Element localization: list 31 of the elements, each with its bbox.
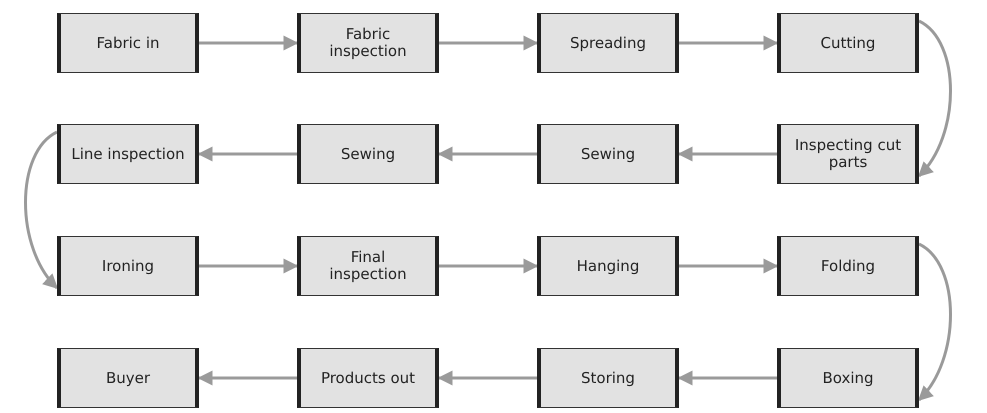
- arrow: [679, 258, 778, 274]
- curved-arrow: [918, 20, 952, 178]
- arrow: [438, 370, 537, 386]
- process-box: Fabric in: [57, 13, 199, 73]
- curved-arrow: [24, 130, 58, 290]
- process-box: Ironing: [57, 236, 199, 296]
- arrow: [198, 370, 297, 386]
- arrow: [678, 146, 777, 162]
- process-box: Storing: [537, 348, 679, 408]
- process-box: Line inspection: [57, 124, 199, 184]
- process-box: Spreading: [537, 13, 679, 73]
- curved-arrow: [918, 242, 952, 402]
- arrow: [199, 36, 298, 50]
- process-box: Boxing: [777, 348, 919, 408]
- arrow: [678, 370, 777, 386]
- process-box: Cutting: [777, 13, 919, 73]
- process-box: Sewing: [297, 124, 439, 184]
- process-box: Hanging: [537, 236, 679, 296]
- process-box: Folding: [777, 236, 919, 296]
- process-box: Buyer: [57, 348, 199, 408]
- process-box: Products out: [297, 348, 439, 408]
- process-box: Sewing: [537, 124, 679, 184]
- process-box: Fabric inspection: [297, 13, 439, 73]
- arrow: [679, 36, 778, 50]
- process-box: Final inspection: [297, 236, 439, 296]
- arrow: [198, 146, 297, 162]
- arrow: [439, 36, 538, 50]
- arrow: [199, 258, 298, 274]
- arrow: [438, 146, 537, 162]
- arrow: [439, 258, 538, 274]
- process-box: Inspecting cut parts: [777, 124, 919, 184]
